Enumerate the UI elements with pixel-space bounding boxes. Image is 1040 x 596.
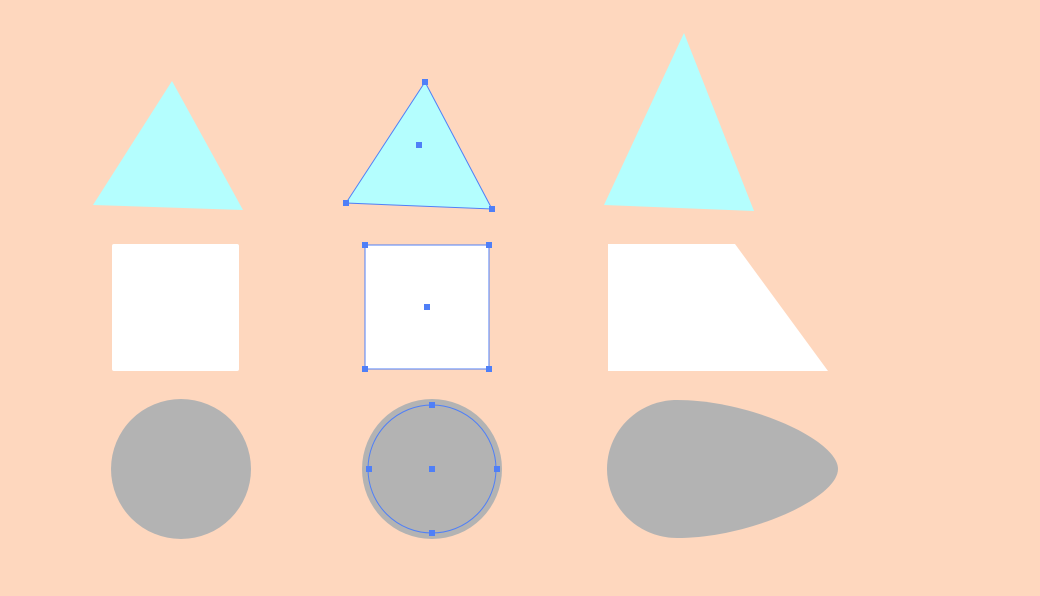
triangle-row (93, 33, 754, 212)
selected-square[interactable] (362, 242, 492, 372)
anchor-point-bottom[interactable] (429, 530, 435, 536)
square-shape-transformed[interactable] (608, 244, 828, 371)
anchor-point-top[interactable] (422, 79, 428, 85)
circle-shape[interactable] (111, 399, 251, 539)
anchor-point-bottom-right[interactable] (486, 366, 492, 372)
circle-row (111, 399, 838, 539)
selection-outline (364, 244, 490, 370)
anchor-point-top-left[interactable] (362, 242, 368, 248)
anchor-point-bottom-right[interactable] (489, 206, 495, 212)
selected-triangle[interactable] (343, 79, 495, 212)
anchor-point-bottom-left[interactable] (343, 200, 349, 206)
triangle-shape[interactable] (93, 81, 243, 210)
center-point (429, 466, 435, 472)
square-row (112, 242, 828, 372)
anchor-point-right[interactable] (494, 466, 500, 472)
selection-outline (345, 81, 493, 210)
triangle-shape-transformed[interactable] (604, 33, 754, 211)
square-shape[interactable] (112, 244, 239, 371)
circle-shape-transformed[interactable] (607, 400, 838, 538)
anchor-point-top[interactable] (429, 402, 435, 408)
anchor-point-left[interactable] (366, 466, 372, 472)
selected-circle[interactable] (362, 399, 502, 539)
center-point (424, 304, 430, 310)
anchor-point-bottom-left[interactable] (362, 366, 368, 372)
anchor-point-top-right[interactable] (486, 242, 492, 248)
center-point (416, 142, 422, 148)
